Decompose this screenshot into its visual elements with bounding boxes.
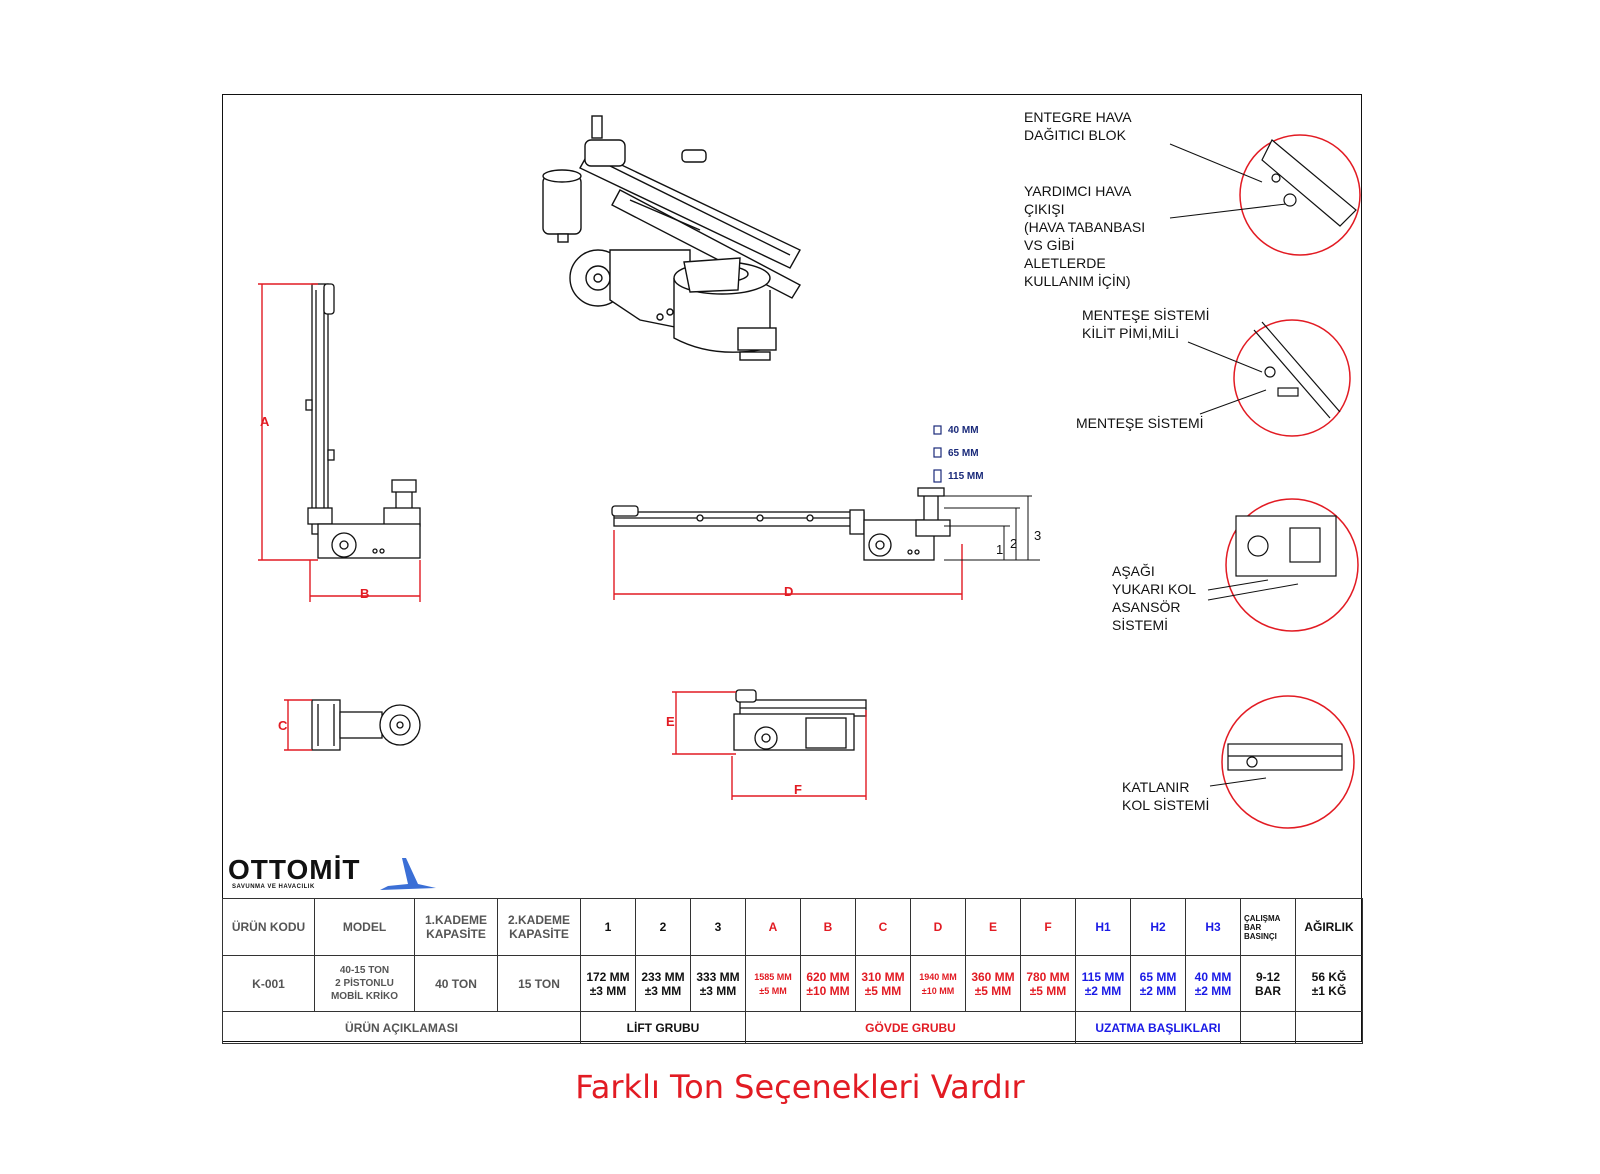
table-header: B [800, 898, 856, 956]
table-cell: 40 TON [414, 955, 498, 1012]
table-cell-empty [1240, 1011, 1296, 1044]
side-view-raised [305, 283, 421, 559]
dimension-lines [258, 283, 963, 800]
table-cell: 9-12 BAR [1240, 955, 1296, 1012]
dim-label-stage-1: 1 [996, 542, 1004, 557]
table-header: C [855, 898, 911, 956]
dim-label-c: C [278, 718, 288, 733]
table-cell-empty [1295, 1011, 1363, 1044]
table-cell: 360 MM ±5 MM [965, 955, 1021, 1012]
group-lift: LİFT GRUBU [580, 1011, 746, 1044]
logo-wordmark: OTTOMİT [228, 854, 361, 885]
dim-label-d: D [784, 584, 794, 599]
table-header: H3 [1185, 898, 1241, 956]
dim-label-stage-2: 2 [1010, 536, 1018, 551]
dim-label-b: B [360, 586, 370, 601]
table-cell: 1940 MM ±10 MM [910, 955, 966, 1012]
detail-contents [1227, 139, 1357, 771]
table-row: K-001 40-15 TON 2 PİSTONLU MOBİL KRİKO 4… [222, 955, 1363, 1012]
table-cell: 65 MM ±2 MM [1130, 955, 1186, 1012]
side-view-extended [611, 487, 951, 561]
table-cell: 620 MM ±10 MM [800, 955, 856, 1012]
extension-40-label: 40 MM [948, 425, 979, 436]
callout-hinge-lock: MENTEŞE SİSTEMİ KİLİT PİMİ,MİLİ [1082, 307, 1210, 341]
top-view [311, 699, 421, 751]
logo-tagline: SAVUNMA VE HAVACILIK [232, 884, 315, 890]
dim-label-e: E [666, 714, 675, 729]
group-body: GÖVDE GRUBU [745, 1011, 1076, 1044]
table-group-row: ÜRÜN AÇIKLAMASI LİFT GRUBU GÖVDE GRUBU U… [222, 1011, 1363, 1044]
table-cell: 40-15 TON 2 PİSTONLU MOBİL KRİKO [314, 955, 415, 1012]
table-header: 3 [690, 898, 746, 956]
dim-label-stage-3: 3 [1034, 528, 1042, 543]
table-header: AĞIRLIK [1295, 898, 1363, 956]
table-cell: 15 TON [497, 955, 581, 1012]
table-cell: 333 MM ±3 MM [690, 955, 746, 1012]
group-extension-heads: UZATMA BAŞLIKLARI [1075, 1011, 1241, 1044]
table-cell: 780 MM ±5 MM [1020, 955, 1076, 1012]
dim-label-f: F [794, 782, 802, 797]
table-cell: 172 MM ±3 MM [580, 955, 636, 1012]
table-header: 1 [580, 898, 636, 956]
table-header: MODEL [314, 898, 415, 956]
callout-folding-arm: KATLANIR KOL SİSTEMİ [1122, 779, 1210, 813]
table-header: H2 [1130, 898, 1186, 956]
table-cell: K-001 [222, 955, 315, 1012]
table-header: 2 [635, 898, 691, 956]
airplane-icon [380, 858, 436, 890]
spec-table: ÜRÜN KODU MODEL 1.KADEME KAPASİTE 2.KADE… [222, 898, 1363, 1044]
ottomit-logo: OTTOMİT SAVUNMA VE HAVACILIK [228, 854, 438, 894]
callout-elevator-system: AŞAĞI YUKARI KOL ASANSÖR SİSTEMİ [1112, 563, 1197, 633]
folded-view [733, 689, 867, 751]
stage-dimension-lines [944, 495, 1040, 561]
extension-115-label: 115 MM [948, 471, 984, 482]
group-product-description: ÜRÜN AÇIKLAMASI [222, 1011, 581, 1044]
table-header: 2.KADEME KAPASİTE [497, 898, 581, 956]
table-cell: 233 MM ±3 MM [635, 955, 691, 1012]
isometric-jack-view [542, 115, 801, 361]
extension-icons [933, 425, 942, 483]
table-cell: 40 MM ±2 MM [1185, 955, 1241, 1012]
table-cell: 310 MM ±5 MM [855, 955, 911, 1012]
detail-circles [1221, 134, 1361, 829]
table-header: H1 [1075, 898, 1131, 956]
table-cell: 1585 MM ±5 MM [745, 955, 801, 1012]
callout-hinge-system: MENTEŞE SİSTEMİ [1076, 415, 1204, 431]
table-header: ÇALIŞMA BAR BASINÇI [1240, 898, 1296, 956]
dim-label-a: A [260, 414, 270, 429]
caption: Farklı Ton Seçenekleri Vardır [575, 1068, 1025, 1106]
callout-aux-air-outlet: YARDIMCI HAVA ÇIKIŞI (HAVA TABANBASI VS … [1024, 183, 1146, 289]
table-header: D [910, 898, 966, 956]
table-header: ÜRÜN KODU [222, 898, 315, 956]
table-cell: 56 KĞ ±1 KĞ [1295, 955, 1363, 1012]
leader-lines [1169, 143, 1299, 787]
table-header-row: ÜRÜN KODU MODEL 1.KADEME KAPASİTE 2.KADE… [222, 898, 1363, 956]
table-header: E [965, 898, 1021, 956]
table-cell: 115 MM ±2 MM [1075, 955, 1131, 1012]
callout-air-block: ENTEGRE HAVA DAĞITICI BLOK [1024, 109, 1132, 143]
table-header: F [1020, 898, 1076, 956]
table-header: A [745, 898, 801, 956]
extension-65-label: 65 MM [948, 448, 979, 459]
table-header: 1.KADEME KAPASİTE [414, 898, 498, 956]
